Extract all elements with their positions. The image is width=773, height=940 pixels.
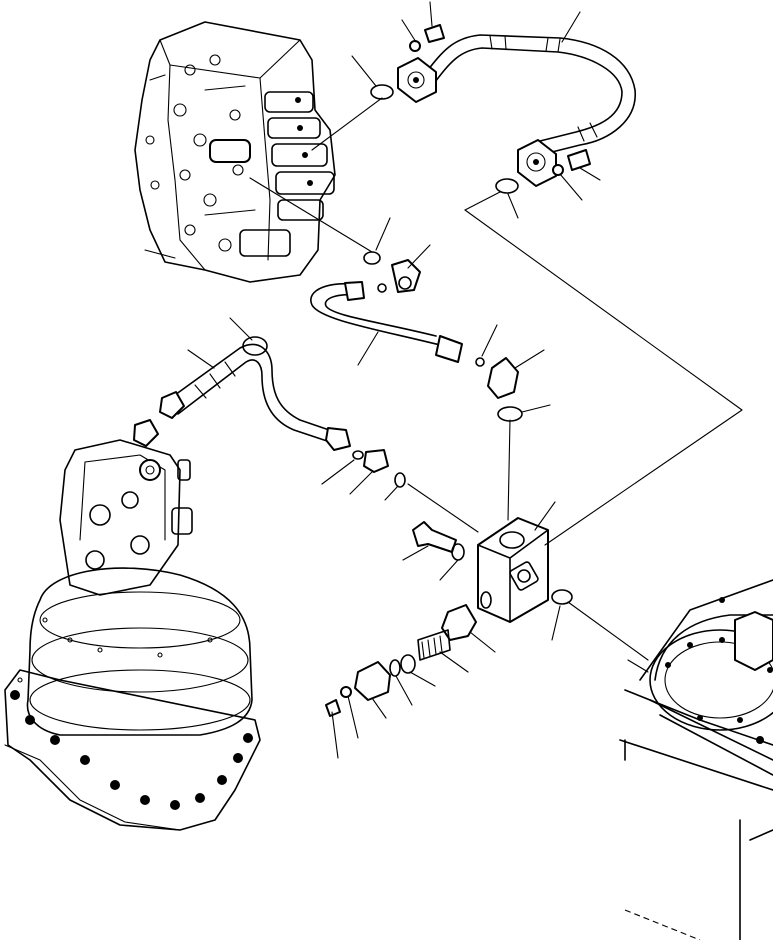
upper-tube — [370, 24, 636, 194]
lower-hose — [133, 336, 406, 488]
right-housing — [619, 579, 773, 940]
upper-hose — [310, 251, 523, 422]
callout-leaders — [187, 1, 649, 759]
swing-motor — [4, 439, 261, 831]
relief-valve-block — [325, 517, 573, 717]
control-valve — [134, 21, 336, 283]
connection-lines — [249, 97, 743, 661]
